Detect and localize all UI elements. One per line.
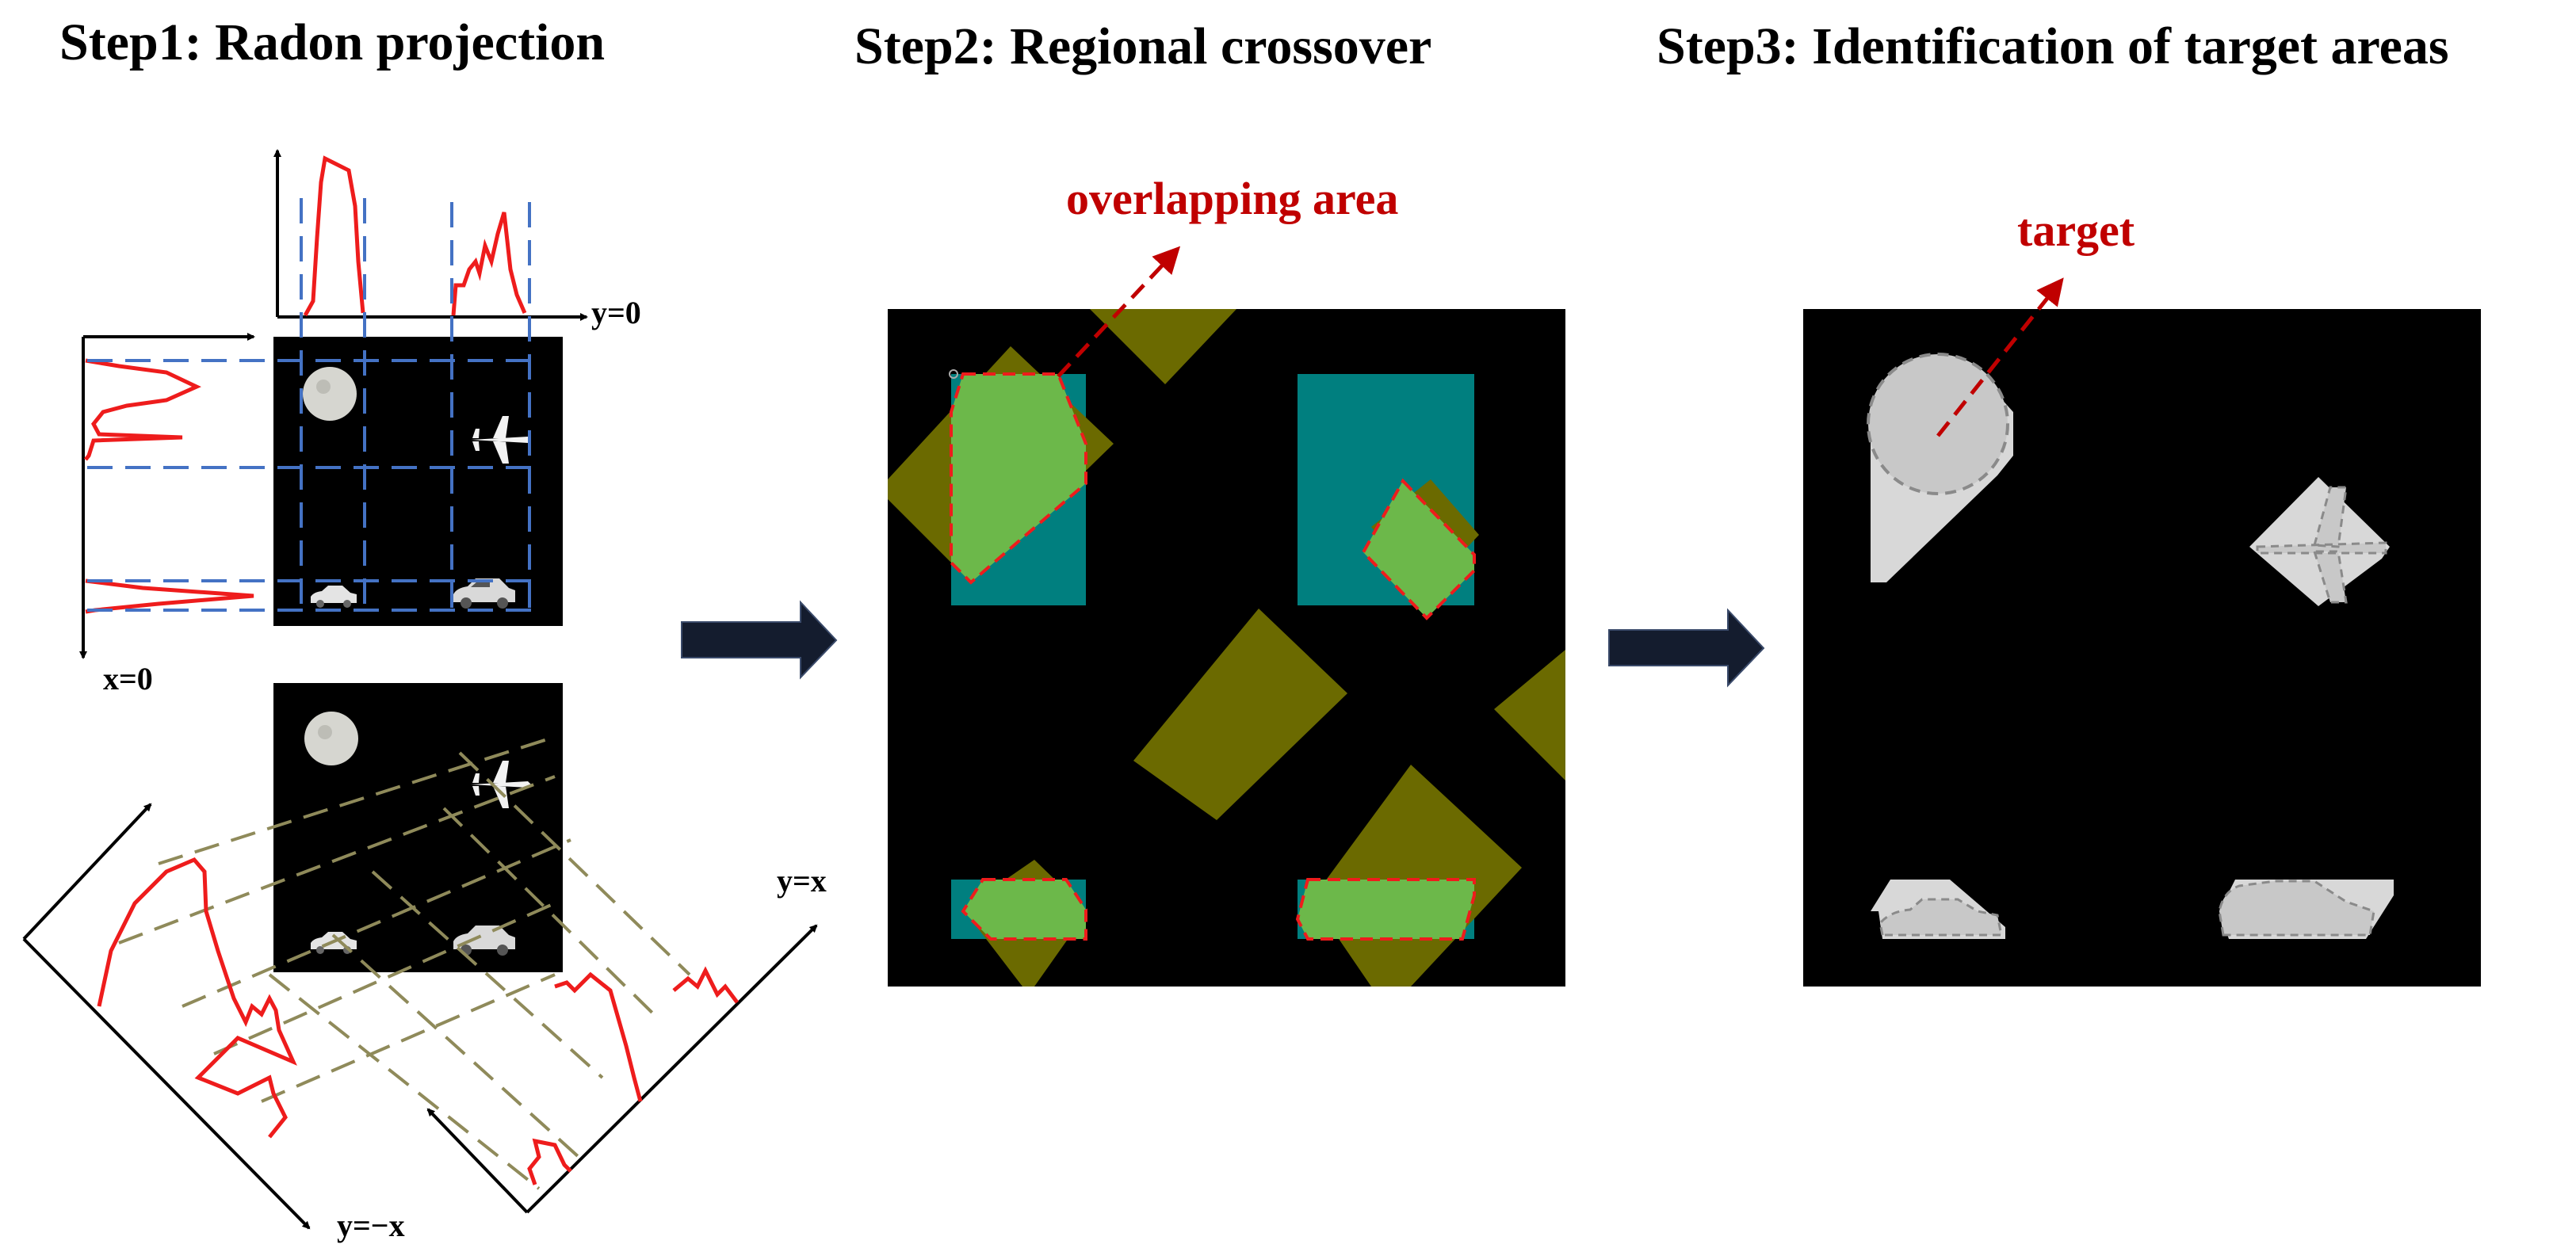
axis-label-y-neg-x: y=−x <box>337 1208 405 1243</box>
suv-icon <box>453 578 515 609</box>
step2-title: Step2: Regional crossover <box>854 17 1431 75</box>
projection-profile-top-right <box>451 212 527 316</box>
step3-title: Step3: Identification of target areas <box>1657 17 2449 75</box>
axis-label-y-x: y=x <box>777 863 827 899</box>
airplane-outline <box>2256 486 2387 604</box>
flow-arrow-step2-to-step3 <box>1608 608 1765 688</box>
car-icon <box>311 586 357 608</box>
airplane-icon <box>471 416 531 464</box>
overlap-annotation-arrow <box>1057 246 1181 378</box>
target-annotation-arrow <box>1936 277 2064 437</box>
projection-profile-left-upper <box>84 358 201 461</box>
airplane-icon <box>471 761 531 808</box>
projection-profile-diag-right <box>527 966 739 1185</box>
overlap-regions <box>950 372 1476 941</box>
suv-icon <box>453 926 515 956</box>
guide-lines-diagonal <box>118 735 691 1190</box>
moon-object <box>303 367 357 421</box>
step3-panel: target <box>1803 204 2481 987</box>
guide-lines-vertical <box>300 198 531 614</box>
car-outline <box>1878 898 2003 937</box>
axis-label-y0: y=0 <box>591 295 641 330</box>
suv-outline <box>2218 880 2375 937</box>
flow-arrow-step1-to-step2 <box>681 600 838 680</box>
projection-profile-top-left <box>303 155 365 317</box>
step1-panel: y=0 x=0 <box>22 149 827 1243</box>
overlap-annotation-label: overlapping area <box>1066 173 1398 224</box>
step2-panel: overlapping area <box>888 173 1565 987</box>
projection-profile-left-lower <box>85 578 254 614</box>
moon-outline <box>1867 353 2009 495</box>
target-annotation-label: target <box>2017 204 2135 256</box>
step1-title: Step1: Radon projection <box>59 13 605 71</box>
axis-label-x0: x=0 <box>103 661 153 697</box>
projection-profile-diag-left <box>97 857 297 1139</box>
